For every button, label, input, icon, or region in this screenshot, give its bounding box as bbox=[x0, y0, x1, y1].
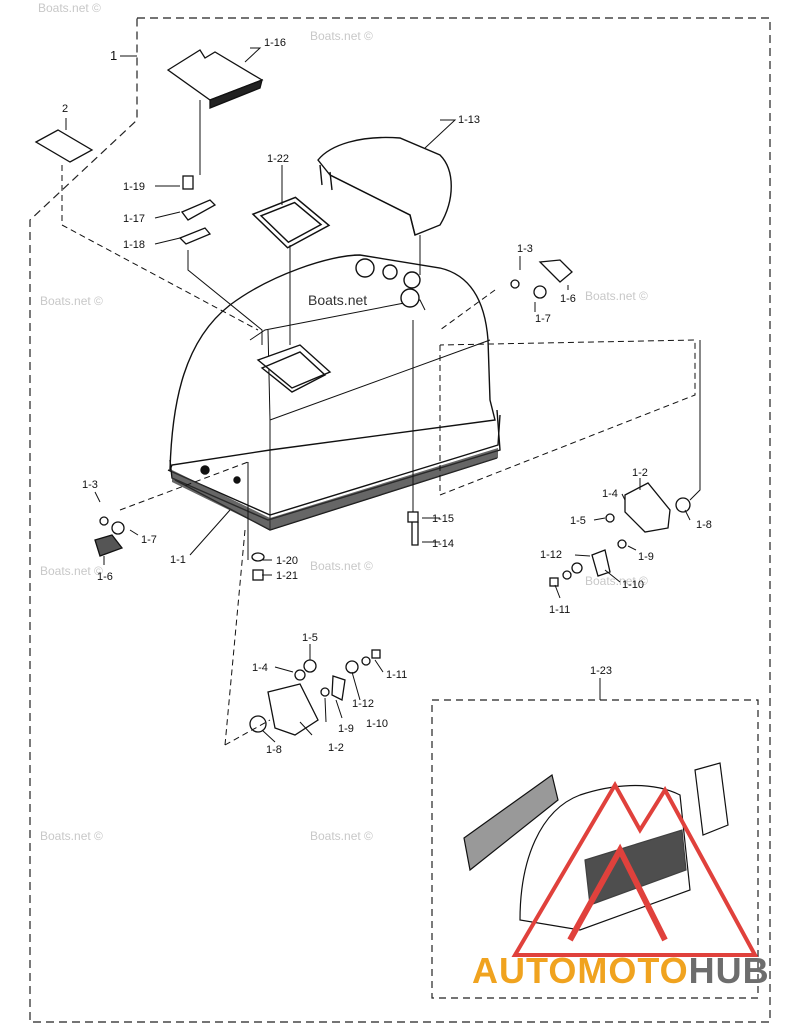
label-1-11-right: 1-11 bbox=[549, 604, 570, 616]
label-1-4-right: 1-4 bbox=[602, 488, 618, 500]
left-lock-assembly bbox=[249, 649, 381, 736]
label-1-7-right: 1-7 bbox=[535, 313, 551, 325]
watermark-text: Boats.net © bbox=[40, 294, 103, 308]
part-1-22-seal bbox=[251, 196, 331, 249]
label-1-10-right: 1-10 bbox=[622, 579, 644, 591]
part-1-23-decal-set bbox=[463, 762, 729, 931]
label-1-2-right: 1-2 bbox=[632, 467, 648, 479]
label-1-6-left: 1-6 bbox=[97, 571, 113, 583]
label-1-1: 1-1 bbox=[170, 554, 186, 566]
label-1-16: 1-16 bbox=[264, 37, 286, 49]
left-handle-parts bbox=[94, 516, 125, 557]
label-part-2: 2 bbox=[62, 103, 68, 115]
top-cowling bbox=[167, 254, 501, 531]
leader-lines bbox=[61, 47, 701, 746]
right-handle-parts bbox=[510, 259, 573, 299]
label-1-15: 1-15 bbox=[432, 513, 454, 525]
label-1-6-right: 1-6 bbox=[560, 293, 576, 305]
watermark-text: Boats.net © bbox=[585, 574, 648, 588]
watermark-text: Boats.net © bbox=[310, 559, 373, 573]
label-1-7-left: 1-7 bbox=[141, 534, 157, 546]
brand-part-1: AUTOMOTO bbox=[472, 950, 689, 991]
label-1-12-left: 1-12 bbox=[352, 698, 374, 710]
label-1-5-left: 1-5 bbox=[302, 632, 318, 644]
label-1-20: 1-20 bbox=[276, 555, 298, 567]
label-1-9-right: 1-9 bbox=[638, 551, 654, 563]
label-1-4-left: 1-4 bbox=[252, 662, 268, 674]
part-1-16-plate bbox=[166, 49, 264, 109]
right-lock-assembly bbox=[549, 482, 691, 587]
watermark-text: Boats.net © bbox=[585, 289, 648, 303]
label-1-11-left: 1-11 bbox=[386, 669, 407, 681]
watermark-text: Boats.net © bbox=[38, 1, 101, 15]
label-1-23: 1-23 bbox=[590, 665, 612, 677]
cowl-watermark: Boats.net bbox=[308, 292, 367, 308]
label-1-12-right: 1-12 bbox=[540, 549, 562, 561]
brand-part-2: HUB bbox=[688, 950, 770, 991]
part-2-label-sheet bbox=[34, 129, 94, 163]
latch-parts-1-17-1-19 bbox=[178, 175, 217, 245]
watermark-text: Boats.net © bbox=[310, 29, 373, 43]
watermark-text: Boats.net © bbox=[40, 564, 103, 578]
label-part-1: 1 bbox=[110, 48, 117, 63]
watermark-text: Boats.net © bbox=[40, 829, 103, 843]
label-1-3-left: 1-3 bbox=[82, 479, 98, 491]
label-1-8-right: 1-8 bbox=[696, 519, 712, 531]
label-1-17: 1-17 bbox=[123, 213, 145, 225]
label-1-5-right: 1-5 bbox=[570, 515, 586, 527]
label-1-13: 1-13 bbox=[458, 114, 480, 126]
brand-logo-text: AUTOMOTOHUB bbox=[472, 950, 770, 992]
label-1-8-left: 1-8 bbox=[266, 744, 282, 756]
label-1-2-left: 1-2 bbox=[328, 742, 344, 754]
label-1-19: 1-19 bbox=[123, 181, 145, 193]
part-labels: 1 2 1-16 1-13 1-22 1-19 1-17 1-18 1-3 1-… bbox=[62, 37, 712, 756]
label-1-9-left: 1-9 bbox=[338, 723, 354, 735]
watermark-text: Boats.net © bbox=[310, 829, 373, 843]
watermarks: Boats.net © Boats.net © Boats.net © Boat… bbox=[38, 1, 648, 843]
part-1-13-cover bbox=[317, 136, 452, 236]
inset-box-1-23 bbox=[431, 699, 759, 999]
label-1-22: 1-22 bbox=[267, 153, 289, 165]
label-1-21: 1-21 bbox=[276, 570, 298, 582]
logo-triangle bbox=[511, 780, 759, 957]
label-1-18: 1-18 bbox=[123, 239, 145, 251]
label-1-10-left: 1-10 bbox=[366, 718, 388, 730]
label-1-3-right: 1-3 bbox=[517, 243, 533, 255]
label-1-14: 1-14 bbox=[432, 538, 454, 550]
